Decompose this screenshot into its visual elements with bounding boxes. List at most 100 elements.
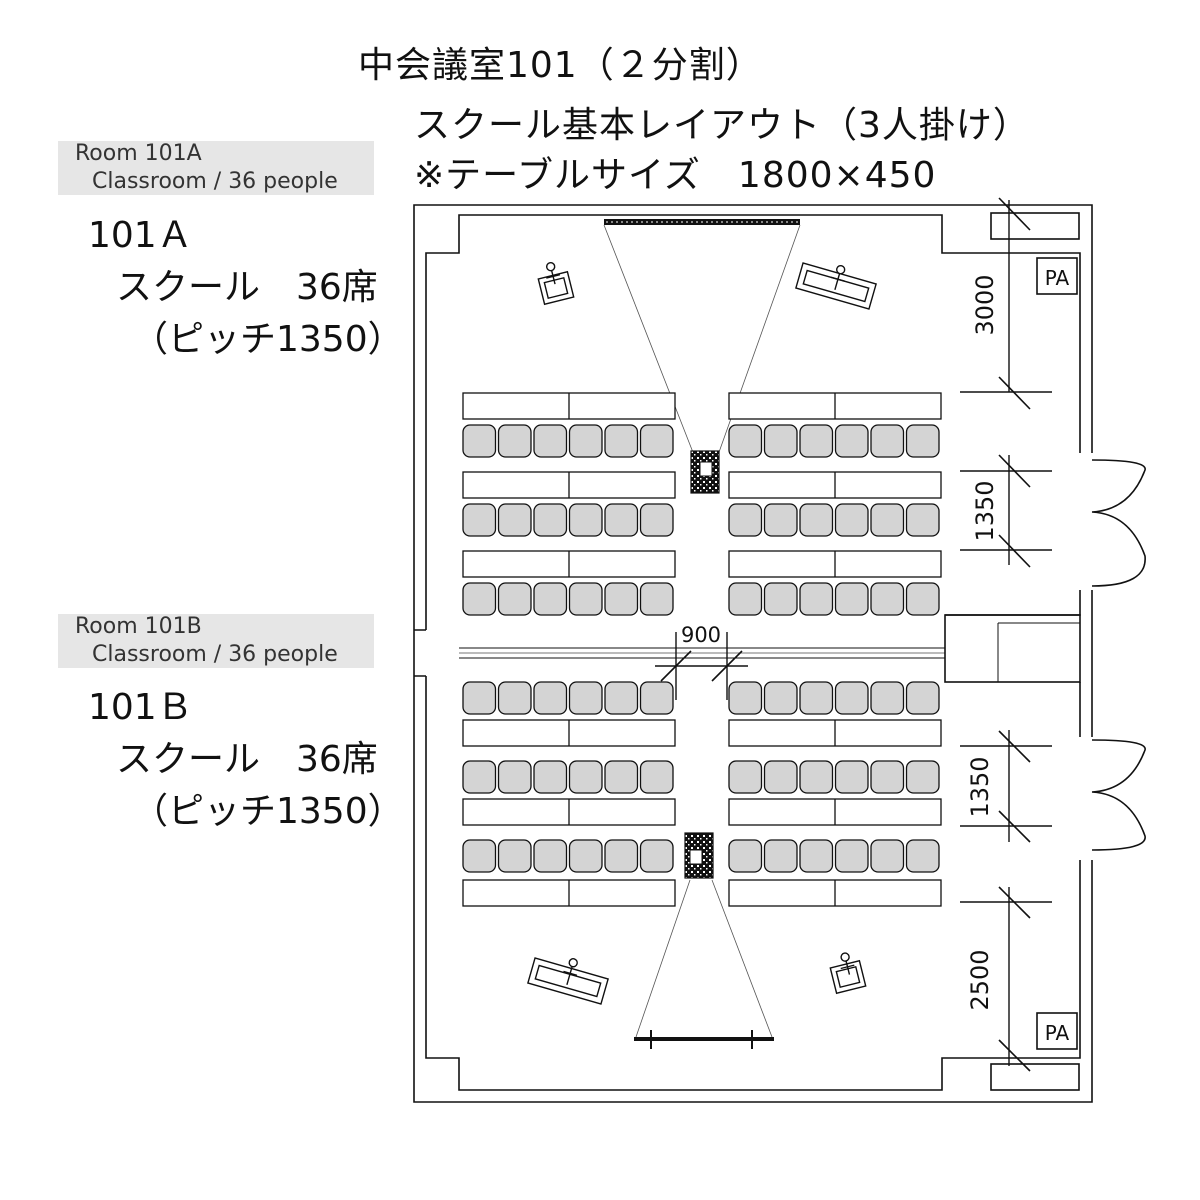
table-size-note: ※テーブルサイズ 1800×450	[414, 155, 937, 196]
podium-large-room-a	[795, 262, 877, 310]
chair	[870, 681, 905, 715]
chair	[905, 582, 940, 616]
double-door-room-a	[1091, 459, 1146, 587]
chair	[533, 424, 568, 458]
chair	[462, 503, 497, 537]
chair	[568, 582, 603, 616]
chair	[799, 424, 834, 458]
dimension-3000: 3000	[971, 274, 999, 335]
chair	[905, 760, 940, 794]
chair	[905, 424, 940, 458]
partition-notch	[414, 629, 426, 677]
chair	[568, 424, 603, 458]
inner-wall-room-a-corner	[945, 590, 1081, 616]
chair	[639, 760, 674, 794]
chair	[763, 681, 798, 715]
screen-room-b	[634, 1030, 774, 1049]
chair	[497, 582, 532, 616]
chair	[639, 839, 674, 873]
chair	[870, 424, 905, 458]
partition-storage	[944, 614, 1081, 683]
chair	[462, 582, 497, 616]
pa-box-bottom: PA	[1036, 1012, 1078, 1050]
chair	[497, 681, 532, 715]
room-101b-badge: Room 101B Classroom / 36 people	[58, 614, 374, 668]
chair	[870, 503, 905, 537]
podium-large-room-b	[527, 957, 609, 1005]
double-door-room-b	[1091, 739, 1146, 851]
chair	[870, 839, 905, 873]
chair	[639, 582, 674, 616]
chair	[905, 839, 940, 873]
cabinet-top	[990, 212, 1080, 240]
movable-partition	[459, 647, 945, 659]
chair	[799, 839, 834, 873]
room-101b-badge-capacity: Classroom / 36 people	[92, 642, 338, 667]
room-101a-name: 101Ａ	[88, 215, 193, 256]
room-101a-badge-name: Room 101A	[75, 141, 202, 166]
chair	[799, 582, 834, 616]
outer-wall	[413, 204, 1093, 1103]
chair	[604, 839, 639, 873]
chair	[728, 503, 763, 537]
chair	[799, 760, 834, 794]
chair	[604, 424, 639, 458]
room-101a-pitch: （ピッチ1350）	[132, 319, 404, 360]
chair	[462, 760, 497, 794]
chair	[728, 760, 763, 794]
podium-small-room-a	[537, 261, 575, 306]
chair	[639, 424, 674, 458]
dimension-lines	[655, 197, 1052, 1072]
podium-small-room-b	[829, 952, 867, 995]
room-101b-name: 101Ｂ	[88, 687, 193, 728]
room-101a-layout: スクール 36席	[116, 267, 378, 308]
pa-label-top: PA	[1045, 266, 1070, 290]
chair	[533, 760, 568, 794]
plan-title: 中会議室101（２分割）	[358, 45, 763, 86]
chair	[497, 424, 532, 458]
chair	[834, 424, 869, 458]
chair	[834, 582, 869, 616]
chair	[763, 760, 798, 794]
chair	[462, 839, 497, 873]
chair	[497, 503, 532, 537]
chair	[533, 503, 568, 537]
chair	[870, 760, 905, 794]
dimension-1350-room-a: 1350	[971, 480, 999, 541]
projector-room-b	[684, 832, 714, 879]
wall-jamb	[1079, 950, 1093, 1000]
room-101b-layout: スクール 36席	[116, 739, 378, 780]
dimension-2500: 2500	[966, 949, 994, 1010]
room-101a-badge-capacity: Classroom / 36 people	[92, 169, 338, 194]
chair	[639, 503, 674, 537]
projection-beam-b	[635, 879, 773, 1038]
chair	[834, 503, 869, 537]
room-101b-badge-name: Room 101B	[75, 614, 202, 639]
chair	[799, 681, 834, 715]
dimension-900: 900	[681, 623, 721, 647]
chair	[462, 424, 497, 458]
seating-layout	[462, 392, 942, 907]
chair	[905, 503, 940, 537]
pa-box-top: PA	[1036, 257, 1078, 295]
chair	[834, 681, 869, 715]
chair	[568, 839, 603, 873]
chair	[763, 503, 798, 537]
chair	[763, 839, 798, 873]
chair	[533, 839, 568, 873]
chair	[728, 839, 763, 873]
chair	[604, 582, 639, 616]
inner-wall-room-a	[425, 214, 1081, 630]
chair	[639, 681, 674, 715]
projection-beam-a	[603, 224, 801, 456]
chair	[533, 681, 568, 715]
chair	[728, 424, 763, 458]
chair	[604, 760, 639, 794]
pa-label-bottom: PA	[1045, 1021, 1070, 1045]
room-101b-pitch: （ピッチ1350）	[132, 791, 404, 832]
chair	[568, 681, 603, 715]
plan-subtitle: スクール基本レイアウト（3人掛け）	[414, 105, 1030, 146]
chair	[604, 503, 639, 537]
chair	[533, 582, 568, 616]
